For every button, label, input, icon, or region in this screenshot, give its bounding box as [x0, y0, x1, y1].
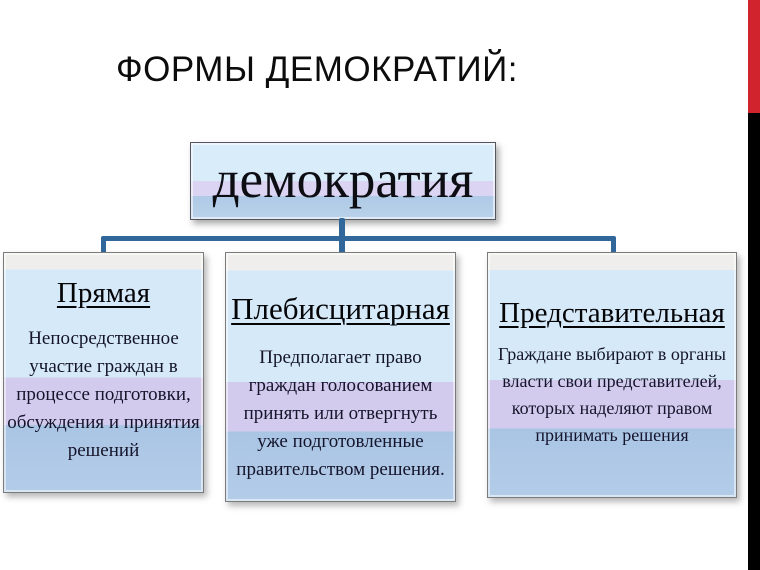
democracy-root-box: демократия: [190, 142, 496, 220]
connector-root-stub-line: [339, 218, 345, 241]
node-direct-body: Непосредственное участие граждан в проце…: [7, 328, 200, 461]
connector-right-drop-line: [611, 238, 616, 254]
node-representative-title: Представительная: [499, 297, 725, 329]
slide-title: ФОРМЫ ДЕМОКРАТИЙ:: [116, 50, 518, 89]
node-representative-democracy: Представительная Граждане выбирают в орг…: [487, 252, 737, 498]
node-representative-body: Граждане выбирают в органы власти свои п…: [497, 344, 726, 445]
accent-stripe-red: [748, 0, 760, 113]
node-direct-title: Прямая: [56, 277, 151, 309]
connector-center-drop-line: [339, 238, 345, 254]
node-direct-democracy: Прямая Непосредственное участие граждан …: [3, 252, 204, 493]
connector-horizontal-line: [101, 236, 616, 241]
node-plebiscitary-democracy: Плебисцитарная Предполагает право гражда…: [225, 252, 456, 502]
node-plebiscitary-body: Предполагает право граждан голосованием …: [236, 347, 445, 480]
connector-left-drop-line: [101, 238, 106, 254]
accent-stripe-black: [748, 113, 760, 570]
democracy-root-label: демократия: [212, 151, 474, 209]
node-plebiscitary-title: Плебисцитарная: [231, 291, 450, 326]
